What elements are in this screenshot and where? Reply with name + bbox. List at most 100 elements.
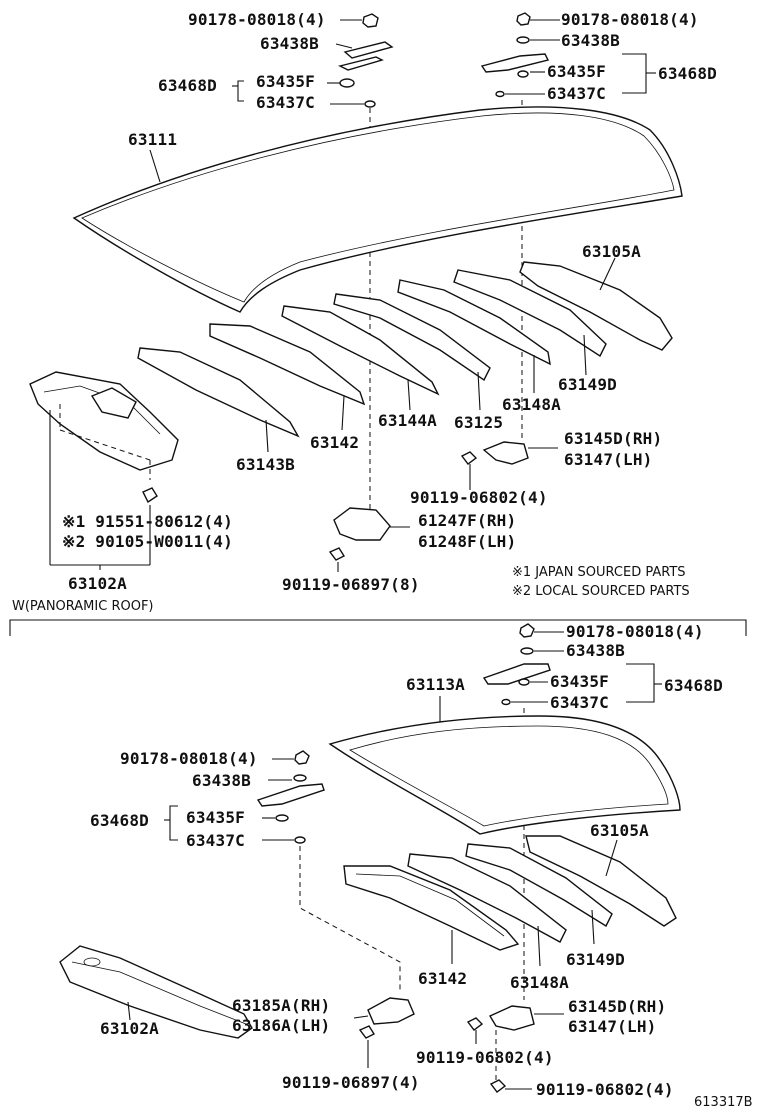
screw-header xyxy=(142,487,158,504)
label-bow-6: 63142 xyxy=(310,433,359,452)
label-lower-roof-panel: 63113A xyxy=(406,675,465,694)
spacer-right xyxy=(517,70,529,78)
label-lower-mount-lh: 63186A(LH) xyxy=(232,1016,330,1035)
washer-right-top xyxy=(516,36,530,44)
screw-lower-bottom xyxy=(489,1079,507,1093)
label-bow-2: 63149D xyxy=(558,375,617,394)
washer-left xyxy=(364,100,376,108)
washer-right xyxy=(495,90,505,98)
label-left-bolt: 90178-08018(4) xyxy=(188,10,326,29)
label-bow-4: 63125 xyxy=(454,413,503,432)
label-lower-left-bolt: 90178-08018(4) xyxy=(120,749,258,768)
label-front-header: 63102A xyxy=(68,574,127,593)
label-header-note-1: ※1 91551-80612(4) xyxy=(62,512,233,531)
roof-bow-63105A xyxy=(519,261,673,351)
label-right-spacer: 63435F xyxy=(547,62,606,81)
mount-rh-lh xyxy=(333,507,391,541)
spacer-lower-right xyxy=(518,678,530,686)
label-lower-bracket-rh: 63145D(RH) xyxy=(568,997,666,1016)
lower-mount-rh-lh xyxy=(367,997,415,1025)
roof-bow-63142 xyxy=(209,323,366,406)
label-left-washer: 63437C xyxy=(256,93,315,112)
label-screw-right: 90119-06802(4) xyxy=(410,488,548,507)
screw-lower-left xyxy=(358,1025,376,1039)
label-header-note-2: ※2 90105-W0011(4) xyxy=(62,532,233,551)
label-bracket-rh: 63145D(RH) xyxy=(564,429,662,448)
roof-bow-63143B xyxy=(137,347,300,438)
washer-lower-left-top xyxy=(293,774,307,782)
label-lower-right-washer: 63437C xyxy=(550,693,609,712)
panoramic-roof-frame xyxy=(328,715,681,835)
plate-left xyxy=(337,56,384,71)
header-bracket xyxy=(90,387,137,419)
nut-lower-right xyxy=(519,623,535,638)
nut-left xyxy=(362,13,379,28)
figure-id: 613317B xyxy=(694,1095,753,1110)
label-bow-1: 63105A xyxy=(582,242,641,261)
label-right-bolt: 90178-08018(4) xyxy=(561,10,699,29)
screw-left-upper xyxy=(328,547,346,561)
label-left-group: 63468D xyxy=(158,76,217,95)
bracket-right xyxy=(480,53,550,73)
label-lower-front-header: 63102A xyxy=(100,1019,159,1038)
label-screw-left: 90119-06897(8) xyxy=(282,575,420,594)
label-lower-bow-2: 63149D xyxy=(566,950,625,969)
label-bow-5: 63144A xyxy=(378,411,437,430)
washer-lower-right xyxy=(501,698,511,706)
front-header-upper xyxy=(29,371,179,471)
screw-lower-mid xyxy=(466,1017,484,1031)
label-lower-bow-4: 63142 xyxy=(418,969,467,988)
screw-right-upper xyxy=(460,451,478,465)
section-title: W(PANORAMIC ROOF) xyxy=(12,599,154,614)
spacer-lower-left xyxy=(275,814,289,822)
label-lower-screw-bottom: 90119-06802(4) xyxy=(536,1080,674,1099)
label-lower-left-group: 63468D xyxy=(90,811,149,830)
front-header-lower xyxy=(59,945,253,1039)
label-lower-left-spacer: 63435F xyxy=(186,808,245,827)
label-lower-right-bracket: 63438B xyxy=(566,641,625,660)
label-right-bracket: 63438B xyxy=(561,31,620,50)
label-mount-lh: 61248F(LH) xyxy=(418,532,516,551)
label-right-washer: 63437C xyxy=(547,84,606,103)
nut-lower-left xyxy=(294,750,310,765)
washer-lower-right-top xyxy=(520,647,534,655)
label-bracket-lh: 63147(LH) xyxy=(564,450,653,469)
spacer-left xyxy=(339,78,355,88)
label-lower-bracket-lh: 63147(LH) xyxy=(568,1017,657,1036)
label-lower-left-bracket: 63438B xyxy=(192,771,251,790)
label-lower-screw-mid: 90119-06802(4) xyxy=(416,1048,554,1067)
label-lower-right-group: 63468D xyxy=(664,676,723,695)
bracket-lower-left xyxy=(256,783,325,807)
bracket-lower-right xyxy=(482,663,551,685)
roof-panel xyxy=(72,106,683,313)
roof-bow-63149D xyxy=(453,269,607,358)
lower-bow-63105A xyxy=(525,835,677,927)
section-divider xyxy=(9,619,747,636)
roof-bow-63148A xyxy=(397,279,551,366)
lower-bow-63149D xyxy=(465,843,613,927)
label-right-group: 63468D xyxy=(658,64,717,83)
label-lower-bow-3: 63148A xyxy=(510,973,569,992)
nut-right xyxy=(516,12,531,26)
roof-bow-63125 xyxy=(333,293,491,382)
lower-bow-63142 xyxy=(343,865,520,951)
lower-bracket-rh-lh xyxy=(488,1005,535,1031)
label-lower-right-bolt: 90178-08018(4) xyxy=(566,622,704,641)
label-lower-bow-1: 63105A xyxy=(590,821,649,840)
washer-lower-left xyxy=(294,836,306,844)
lower-bow-63148A xyxy=(407,853,567,943)
roof-bow-63144A xyxy=(281,305,440,396)
legend-note-2: ※2 LOCAL SOURCED PARTS xyxy=(512,584,690,599)
bracket-rh-lh xyxy=(482,441,529,465)
bracket-left xyxy=(343,41,394,59)
dashed-guide-lower-left xyxy=(299,846,401,992)
label-bow-7: 63143B xyxy=(236,455,295,474)
label-left-spacer: 63435F xyxy=(256,72,315,91)
label-lower-left-washer: 63437C xyxy=(186,831,245,850)
label-lower-right-spacer: 63435F xyxy=(550,672,609,691)
label-lower-screw-left: 90119-06897(4) xyxy=(282,1073,420,1092)
label-bow-3: 63148A xyxy=(502,395,561,414)
label-mount-rh: 61247F(RH) xyxy=(418,511,516,530)
